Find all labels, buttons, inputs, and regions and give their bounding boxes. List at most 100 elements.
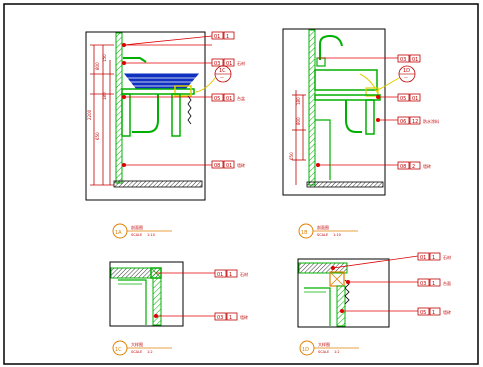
detail-b-wall	[308, 29, 316, 186]
detail-d-title-block: 1D 大样图 SCALE 1:2	[299, 340, 359, 356]
detail-d-callout-2: 03 1 台面	[417, 278, 451, 287]
detail-b-leaders	[318, 57, 398, 166]
svg-text:—: —	[220, 75, 224, 80]
detail-d-slab	[298, 262, 348, 274]
detail-a-faucet	[123, 57, 147, 63]
detail-b-dim-2: 180	[296, 97, 301, 105]
svg-text:03: 03	[214, 61, 220, 67]
detail-b-floor	[306, 181, 384, 188]
detail-a-title-block: 1A 剖面图 SCALE 1:10	[112, 223, 172, 239]
detail-d: 01 1 石材 03 1 台面 05 1 墙砖 1D 大样图 SCALE 1:2	[297, 252, 451, 356]
svg-text:01: 01	[412, 96, 418, 102]
svg-text:1A: 1A	[115, 230, 122, 236]
svg-text:剖面图: 剖面图	[131, 224, 143, 230]
detail-c-slab	[110, 267, 162, 279]
detail-a-basin	[123, 73, 200, 89]
svg-text:1:2: 1:2	[147, 350, 153, 354]
detail-b-callout-3: 06 12 防水涂料	[397, 116, 439, 125]
svg-text:1: 1	[432, 255, 435, 261]
svg-text:05: 05	[400, 96, 406, 102]
svg-text:1: 1	[226, 34, 229, 40]
svg-text:墙砖: 墙砖	[423, 163, 431, 169]
detail-c-frame	[109, 261, 184, 327]
svg-text:01: 01	[217, 272, 223, 278]
svg-text:05: 05	[420, 310, 426, 316]
svg-text:大样图: 大样图	[131, 341, 143, 347]
svg-text:—: —	[404, 75, 408, 80]
sheet-border	[3, 3, 479, 365]
svg-text:剖面图: 剖面图	[317, 224, 329, 230]
svg-text:03: 03	[420, 281, 426, 287]
detail-a-wall	[115, 32, 123, 184]
detail-b-callout-2: 05 01	[397, 93, 421, 102]
svg-text:台面: 台面	[443, 280, 451, 286]
svg-text:1B: 1B	[301, 230, 308, 236]
detail-a-counter	[121, 88, 195, 95]
detail-c-wall	[152, 277, 162, 326]
svg-text:1: 1	[229, 272, 232, 278]
svg-text:1D: 1D	[403, 68, 410, 74]
svg-text:12: 12	[412, 119, 418, 125]
detail-c-leaders	[156, 272, 215, 317]
svg-text:2: 2	[412, 164, 415, 170]
svg-text:SCALE: SCALE	[318, 350, 329, 354]
detail-a-dim-5: 2200	[87, 109, 92, 120]
detail-c: 01 1 石材 03 1 墙砖 1C 大样图 SCALE 1:2	[109, 261, 248, 356]
detail-a-callout-4: 08 01 墙砖	[211, 160, 245, 169]
svg-text:01: 01	[226, 163, 232, 169]
svg-text:1: 1	[229, 315, 232, 321]
svg-text:06: 06	[400, 119, 406, 125]
svg-text:01: 01	[226, 96, 232, 102]
detail-d-leaders	[332, 255, 419, 312]
detail-b-frame	[282, 28, 386, 196]
svg-text:防水涂料: 防水涂料	[423, 118, 439, 124]
detail-a-dim-2: 800	[95, 62, 100, 70]
svg-text:1:10: 1:10	[333, 233, 341, 237]
detail-b-section-marker: 1D —	[377, 65, 416, 91]
detail-a-frame	[85, 31, 206, 201]
svg-text:1C: 1C	[115, 347, 122, 353]
svg-text:SCALE: SCALE	[317, 233, 328, 237]
svg-text:03: 03	[400, 57, 406, 63]
svg-text:03: 03	[217, 315, 223, 321]
detail-c-title-block: 1C 大样图 SCALE 1:2	[112, 340, 172, 356]
detail-c-callout-2: 03 1 墙砖	[214, 312, 248, 321]
svg-text:1: 1	[432, 310, 435, 316]
svg-text:05: 05	[214, 96, 220, 102]
svg-text:石材: 石材	[237, 60, 245, 66]
svg-text:SCALE: SCALE	[131, 350, 142, 354]
detail-a-floor	[113, 180, 203, 188]
detail-a-callout-2: 03 01 石材	[211, 58, 245, 67]
detail-a-section-marker: 1C —	[195, 65, 232, 93]
detail-b-faucet	[319, 34, 343, 60]
svg-text:石材: 石材	[240, 271, 248, 277]
detail-d-frame	[297, 258, 390, 328]
svg-text:墙砖: 墙砖	[443, 309, 451, 315]
svg-text:石材: 石材	[443, 254, 451, 260]
detail-a-trap	[132, 94, 159, 133]
detail-b-dim-1: 800	[296, 117, 301, 125]
svg-text:01: 01	[412, 57, 418, 63]
detail-d-callout-3: 05 1 墙砖	[417, 307, 451, 316]
detail-a-dim-1: 150	[102, 54, 107, 62]
svg-text:1:10: 1:10	[147, 233, 155, 237]
detail-b-counter	[314, 94, 381, 101]
svg-text:墙砖: 墙砖	[240, 314, 248, 320]
detail-a-dim-4: 180	[102, 92, 107, 100]
detail-a-dim-3: 650	[95, 132, 100, 140]
svg-text:1D: 1D	[302, 347, 309, 353]
detail-a-callout-3: 05 01 台盆	[211, 93, 245, 102]
svg-text:SCALE: SCALE	[131, 233, 142, 237]
detail-b-title-block: 1B 剖面图 SCALE 1:10	[298, 223, 358, 239]
detail-b-trap	[345, 100, 362, 133]
svg-text:01: 01	[214, 34, 220, 40]
detail-a: 150 800 650 180 2200 01 1 03	[85, 31, 245, 239]
detail-a-callout-1: 01 1	[211, 31, 235, 40]
detail-b-basin	[314, 69, 378, 91]
svg-text:墙砖: 墙砖	[237, 162, 245, 168]
detail-a-leaders	[123, 35, 213, 166]
svg-text:08: 08	[400, 164, 406, 170]
svg-text:大样图: 大样图	[318, 341, 330, 347]
detail-a-cabinet	[121, 93, 131, 137]
